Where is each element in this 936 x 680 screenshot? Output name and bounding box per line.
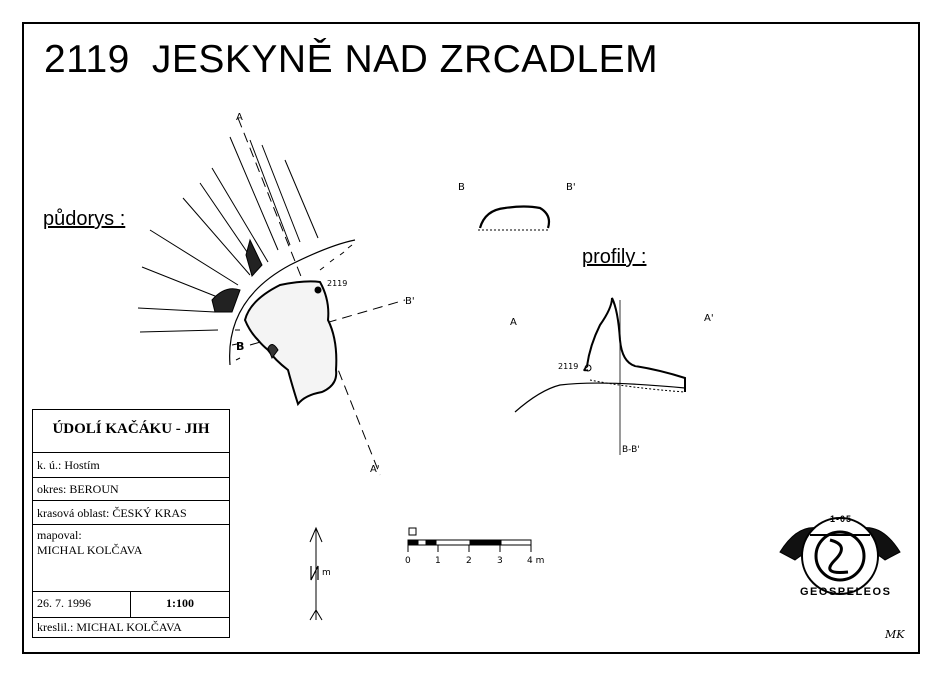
info-okres: okres: BEROUN bbox=[33, 478, 229, 501]
logo-code: 1-05 bbox=[830, 514, 853, 524]
scale-tick-3: 3 bbox=[497, 556, 503, 566]
north-unit-label: m bbox=[322, 568, 331, 578]
info-date: 26. 7. 1996 bbox=[33, 592, 131, 617]
info-date-scale: 26. 7. 1996 1:100 bbox=[33, 592, 229, 618]
plan-b-label: B bbox=[236, 340, 245, 353]
info-ku: k. ú.: Hostím bbox=[33, 453, 229, 478]
mapoval-label: mapoval: bbox=[37, 528, 82, 542]
scale-tick-0: 0 bbox=[405, 556, 411, 566]
logo-name: GEOSPELEOS bbox=[800, 586, 892, 598]
map-frame bbox=[22, 22, 920, 654]
plan-point-label: 2119 bbox=[327, 279, 348, 288]
plan-a-label: A bbox=[236, 112, 243, 123]
profile-a-label: A bbox=[510, 317, 517, 328]
info-scale: 1:100 bbox=[166, 596, 194, 610]
plan-b-prime-label: B' bbox=[405, 296, 415, 307]
profile-bb bbox=[478, 205, 551, 231]
info-heading: ÚDOLÍ KAČÁKU - JIH bbox=[33, 410, 229, 453]
plan-a-prime-label: A' bbox=[370, 464, 380, 475]
bb-section-label: B-B' bbox=[622, 445, 640, 455]
profile-point-label: 2119 bbox=[558, 362, 579, 371]
north-arrow bbox=[309, 526, 323, 621]
plan-view bbox=[137, 117, 406, 476]
profile-b-prime-label: B' bbox=[566, 182, 576, 193]
cave-number: 2119 bbox=[44, 38, 130, 81]
info-kreslil: kreslil.: MICHAL KOLČAVA bbox=[37, 620, 182, 634]
profile-b-label: B bbox=[458, 182, 465, 193]
scale-tick-1: 1 bbox=[435, 556, 441, 566]
plan-label: půdorys : bbox=[43, 208, 126, 230]
profiles-label: profily : bbox=[582, 246, 647, 268]
page-title: 2119 JESKYNĚ NAD ZRCADLEM bbox=[44, 38, 658, 82]
geospeleos-logo bbox=[779, 517, 901, 595]
mapoval-name: MICHAL KOLČAVA bbox=[37, 543, 143, 557]
signature: MK bbox=[885, 628, 905, 641]
profile-aa bbox=[514, 297, 686, 455]
info-oblast: krasová oblast: ČESKÝ KRAS bbox=[33, 501, 229, 525]
scale-tick-2: 2 bbox=[466, 556, 472, 566]
cave-name: JESKYNĚ NAD ZRCADLEM bbox=[151, 38, 659, 81]
info-table: ÚDOLÍ KAČÁKU - JIH k. ú.: Hostím okres: … bbox=[32, 409, 230, 638]
info-mapoval: mapoval: MICHAL KOLČAVA bbox=[33, 525, 229, 592]
profile-a-prime-label: A' bbox=[704, 313, 714, 324]
scale-bar bbox=[407, 527, 532, 552]
scale-tick-4: 4 m bbox=[527, 556, 545, 566]
